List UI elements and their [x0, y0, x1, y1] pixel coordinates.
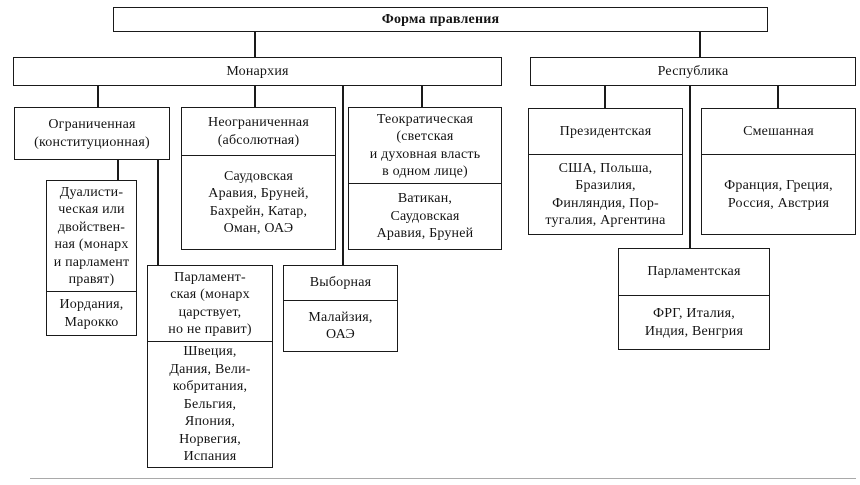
presidential-republic-title: Президентская [559, 123, 652, 139]
connector-monarchy-to-limited [97, 86, 99, 107]
box-republic: Республика [530, 57, 856, 86]
unlimited-monarchy-title: Неограниченная (абсолютная) [208, 115, 309, 148]
parliamentary-republic-title: Парламентская [647, 264, 741, 280]
parliamentary-republic-countries: ФРГ, Италия, Индия, Венгрия [619, 295, 769, 349]
limited-monarchy-title: Ограниченная (конституционная) [34, 117, 150, 150]
box-dualistic-monarchy: Дуалисти- ческая или двойствен- ная (мон… [46, 180, 137, 336]
connector-limited-to-parliamentary [157, 160, 159, 265]
connector-limited-to-dualistic [117, 160, 119, 180]
dualistic-monarchy-countries: Иордания, Марокко [47, 291, 136, 335]
box-unlimited-monarchy: Неограниченная (абсолютная) Саудовская А… [181, 107, 336, 250]
box-parliamentary-monarchy: Парламент- ская (монарх царствует, но не… [147, 265, 273, 468]
republic-label: Республика [657, 63, 729, 79]
dualistic-monarchy-title: Дуалисти- ческая или двойствен- ная (мон… [53, 184, 130, 288]
mixed-republic-title: Смешанная [743, 123, 814, 139]
box-limited-monarchy: Ограниченная (конституционная) [14, 107, 170, 160]
parliamentary-monarchy-title: Парламент- ская (монарх царствует, но не… [168, 269, 252, 338]
connector-monarchy-to-unlimited [254, 86, 256, 107]
mixed-republic-countries: Франция, Греция, Россия, Австрия [702, 154, 855, 234]
elective-monarchy-title: Выборная [309, 275, 372, 291]
scan-artifact-line [30, 478, 856, 479]
connector-republic-to-parliamentary [689, 86, 691, 248]
box-monarchy: Монархия [13, 57, 502, 86]
connector-monarchy-to-theocratic [421, 86, 423, 107]
connector-republic-to-presidential [604, 86, 606, 108]
monarchy-label: Монархия [226, 63, 289, 79]
connector-republic-to-mixed [777, 86, 779, 108]
box-theocratic-monarchy: Теократическая (светская и духовная влас… [348, 107, 502, 250]
form-of-government-label: Форма правления [381, 11, 500, 27]
box-form-of-government: Форма правления [113, 7, 768, 32]
connector-root-to-republic [699, 32, 701, 57]
connector-root-to-monarchy [254, 32, 256, 57]
theocratic-monarchy-title: Теократическая (светская и духовная влас… [369, 111, 481, 180]
connector-monarchy-to-elective [342, 86, 344, 265]
box-presidential-republic: Президентская США, Польша, Бразилия, Фин… [528, 108, 683, 235]
presidential-republic-countries: США, Польша, Бразилия, Финляндия, Пор- т… [529, 154, 682, 234]
box-mixed-republic: Смешанная Франция, Греция, Россия, Австр… [701, 108, 856, 235]
box-parliamentary-republic: Парламентская ФРГ, Италия, Индия, Венгри… [618, 248, 770, 350]
parliamentary-monarchy-countries: Швеция, Дания, Вели- кобритания, Бельгия… [148, 341, 272, 467]
box-elective-monarchy: Выборная Малайзия, ОАЭ [283, 265, 398, 352]
theocratic-monarchy-countries: Ватикан, Саудовская Аравия, Бруней [349, 183, 501, 249]
unlimited-monarchy-countries: Саудовская Аравия, Бруней, Бахрейн, Ката… [182, 155, 335, 249]
elective-monarchy-countries: Малайзия, ОАЭ [284, 300, 397, 351]
